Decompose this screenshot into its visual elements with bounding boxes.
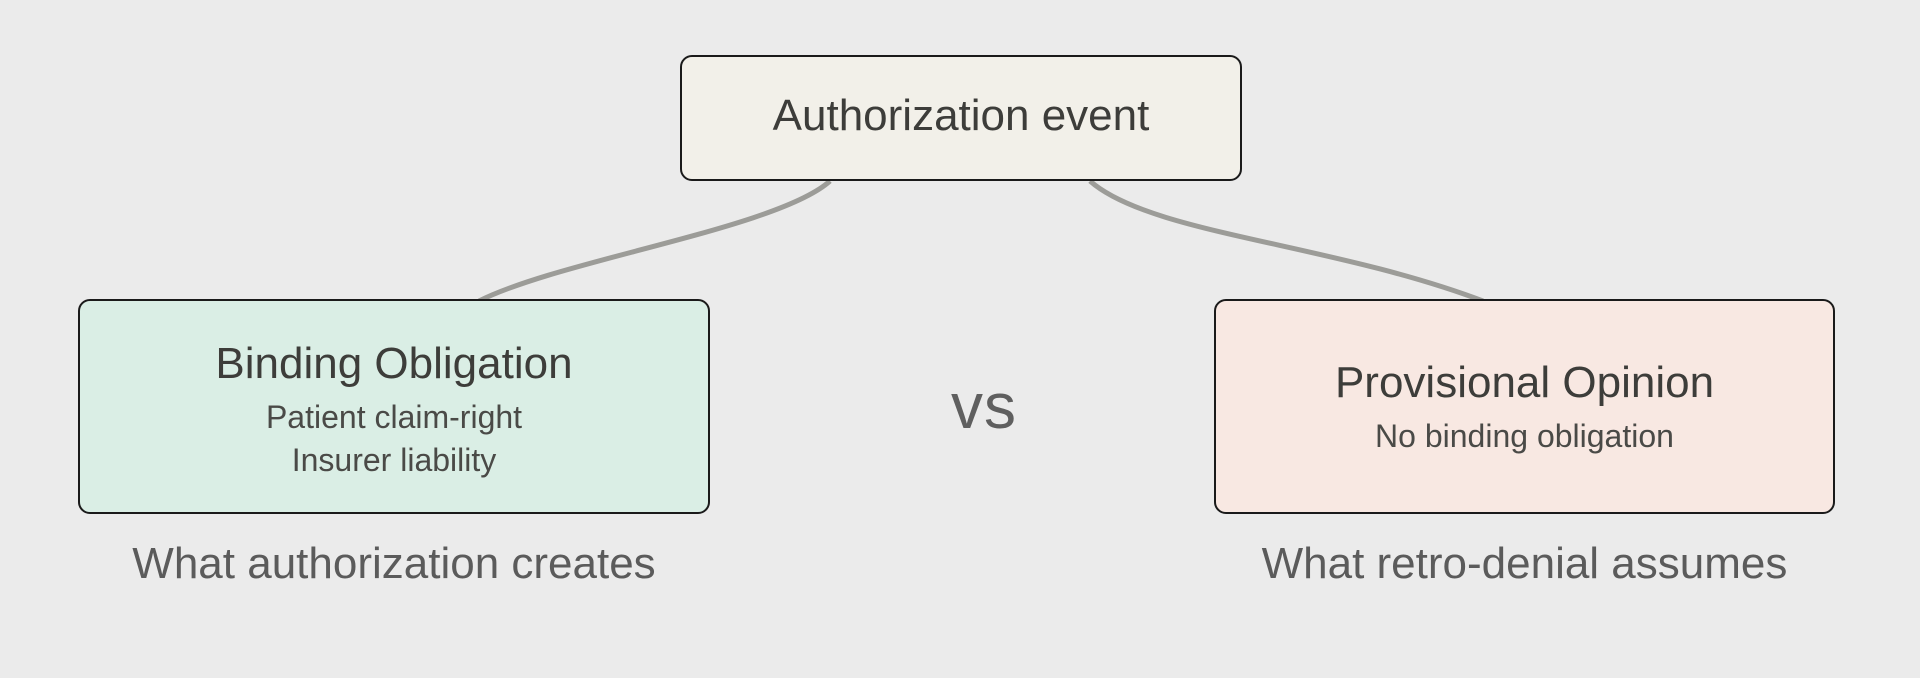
connector-right-curve (1088, 179, 1484, 304)
node-binding-obligation-title: Binding Obligation (215, 339, 573, 388)
connector-left-curve (477, 179, 832, 304)
node-provisional-opinion-title: Provisional Opinion (1334, 357, 1715, 407)
node-binding-obligation-line-1: Patient claim-right (265, 399, 523, 435)
node-authorization-event: Authorization event (680, 55, 1242, 181)
node-binding-obligation: Binding Obligation Patient claim-right I… (78, 299, 710, 514)
node-provisional-opinion: Provisional Opinion No binding obligatio… (1214, 299, 1835, 514)
vs-label: vs (951, 370, 1017, 442)
node-authorization-event-label: Authorization event (772, 90, 1150, 140)
caption-left: What authorization creates (132, 539, 656, 588)
caption-right: What retro-denial assumes (1261, 539, 1788, 588)
node-binding-obligation-line-2: Insurer liability (291, 442, 497, 478)
node-provisional-opinion-line-1: No binding obligation (1375, 417, 1674, 454)
